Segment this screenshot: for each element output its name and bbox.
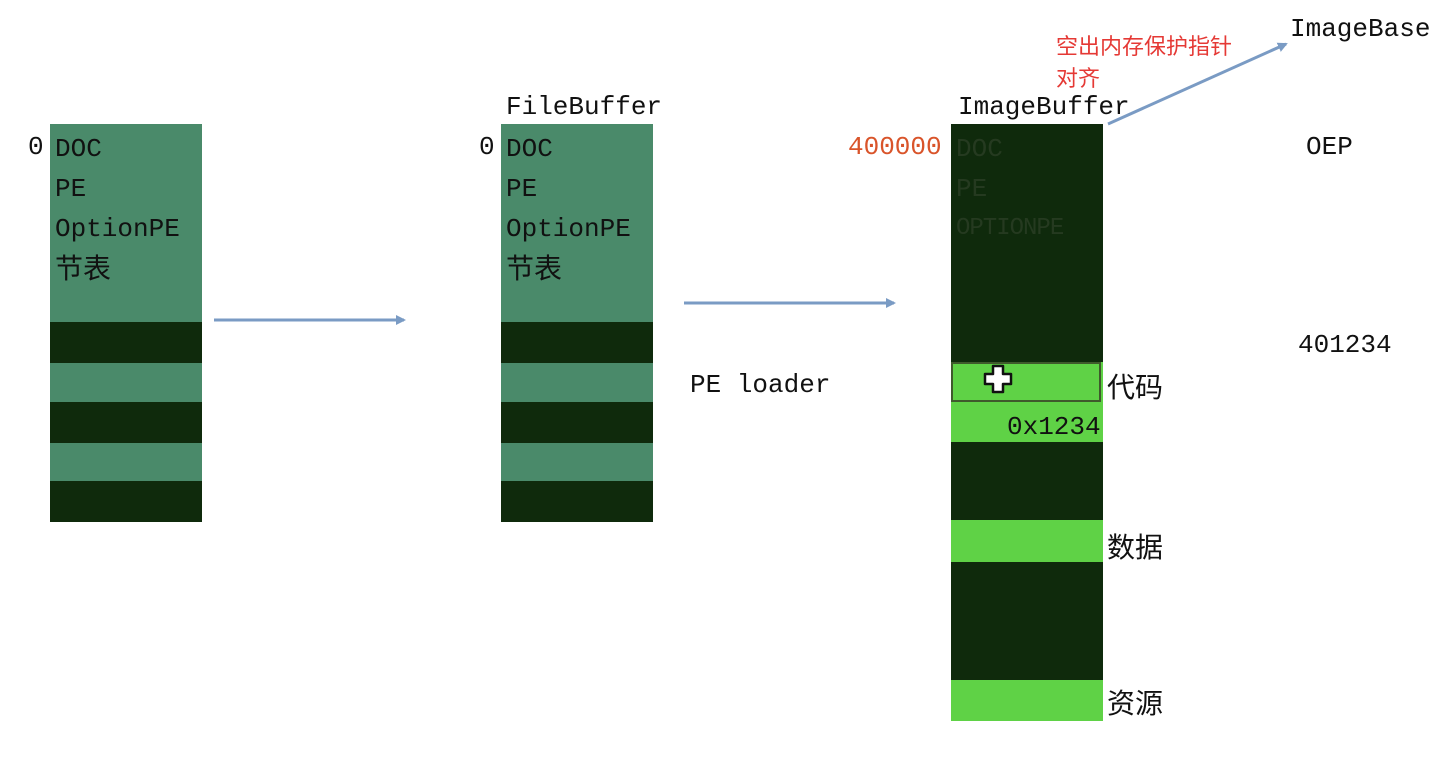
column3-gap-2 xyxy=(951,562,1103,680)
column3-header-section xyxy=(951,124,1103,362)
column1-line-doc: DOC xyxy=(55,134,102,164)
column3-resource-label: 资源 xyxy=(1107,687,1164,720)
column1-line-section-table: 节表 xyxy=(55,252,112,285)
column2-section-3 xyxy=(501,402,653,443)
column1-section-3 xyxy=(50,402,202,443)
column3-offset: 400000 xyxy=(848,132,942,162)
column2-section-1 xyxy=(501,322,653,363)
column1-section-2 xyxy=(50,363,202,402)
column3-resource-section xyxy=(951,680,1103,721)
column3-code-selection[interactable] xyxy=(951,362,1101,402)
column1-offset: 0 xyxy=(28,132,44,162)
column2-section-5 xyxy=(501,481,653,522)
column3-line-optionpe: OPTIONPE xyxy=(956,215,1064,242)
column1-line-optionpe: OptionPE xyxy=(55,214,180,244)
oep-value: 401234 xyxy=(1298,330,1392,360)
column2-line-section-table: 节表 xyxy=(506,252,563,285)
column2-line-optionpe: OptionPE xyxy=(506,214,631,244)
column3-code-section xyxy=(951,362,1103,442)
annotation-line-2: 对齐 xyxy=(1056,67,1101,92)
arrow-imagebuffer-to-imagebase xyxy=(1107,42,1288,126)
column2-section-4 xyxy=(501,443,653,481)
column1-section-5 xyxy=(50,481,202,522)
column3-line-pe: PE xyxy=(956,174,988,204)
column1-section-4 xyxy=(50,443,202,481)
column3-code-offset: 0x1234 xyxy=(1007,412,1101,442)
column3-block: DOC PE OPTIONPE 0x1234 xyxy=(951,124,1103,721)
column3-code-label: 代码 xyxy=(1107,371,1164,404)
column2-block: DOC PE OptionPE 节表 xyxy=(501,124,653,522)
column3-data-section xyxy=(951,520,1103,562)
column2-line-pe: PE xyxy=(506,174,538,204)
column1-header-section xyxy=(50,124,202,322)
column2-header-section xyxy=(501,124,653,322)
column1-block: DOC PE OptionPE 节表 xyxy=(50,124,202,522)
column2-line-doc: DOC xyxy=(506,134,553,164)
column1-line-pe: PE xyxy=(55,174,87,204)
column2-title: FileBuffer xyxy=(506,92,663,122)
oep-label: OEP xyxy=(1306,132,1353,162)
column1-section-1 xyxy=(50,322,202,363)
pe-loader-label: PE loader xyxy=(690,370,831,400)
imagebase-label: ImageBase xyxy=(1290,14,1431,44)
column2-section-2 xyxy=(501,363,653,402)
column3-gap-1 xyxy=(951,442,1103,520)
column2-offset: 0 xyxy=(479,132,495,162)
column3-data-label: 数据 xyxy=(1107,531,1164,564)
plus-cursor-icon xyxy=(983,364,1013,394)
annotation-line-1: 空出内存保护指针 xyxy=(1056,35,1233,60)
column3-line-doc: DOC xyxy=(956,134,1003,164)
column3-title: ImageBuffer xyxy=(958,92,1130,122)
